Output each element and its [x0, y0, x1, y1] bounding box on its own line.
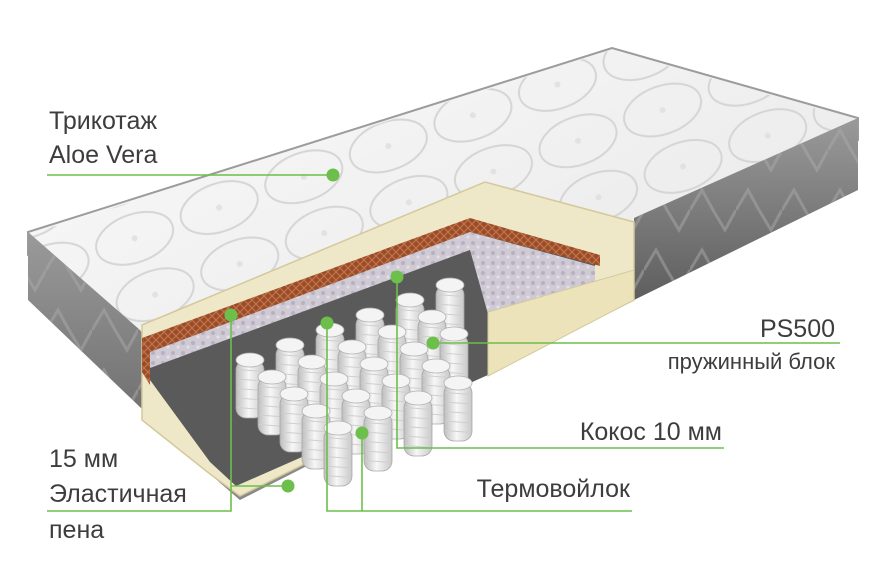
- label-foam-line2: Эластичная: [49, 480, 187, 508]
- pocket-spring: [403, 390, 433, 457]
- foam-step: [487, 269, 635, 377]
- pocket-spring: [257, 369, 287, 436]
- callout-dot-foam-2: [281, 479, 295, 493]
- label-coir: Кокос 10 мм: [579, 418, 722, 446]
- pocket-spring: [301, 403, 331, 470]
- leader-line-foam: [47, 315, 232, 512]
- pocket-spring: [235, 352, 265, 419]
- spring-block: [235, 277, 473, 487]
- callout-dot-springs: [426, 336, 440, 350]
- leader-line-felt: [326, 323, 632, 512]
- label-foam-line1: 15 мм: [49, 445, 119, 473]
- pocket-spring: [443, 375, 473, 442]
- leader-line-coir: [396, 277, 724, 449]
- callout-dot-coir: [390, 270, 404, 284]
- label-springs-line2: пружинный блок: [667, 349, 835, 374]
- coir-layer-front: [142, 338, 150, 385]
- label-foam-line3: пена: [49, 516, 105, 544]
- pocket-spring: [323, 420, 353, 487]
- felt-layer: [150, 232, 595, 368]
- label-cover-line1: Трикотаж: [49, 107, 158, 135]
- callout-dot-felt-2: [355, 426, 369, 440]
- callouts: [47, 168, 840, 512]
- label-cover-line2: Aloe Vera: [49, 141, 158, 169]
- label-felt: Термовойлок: [476, 475, 630, 503]
- callout-dot-foam: [224, 308, 238, 322]
- right-side-pattern: [634, 118, 858, 300]
- callout-dot-cover: [326, 168, 340, 182]
- pocket-spring: [363, 405, 393, 472]
- callout-dot-felt: [320, 316, 334, 330]
- label-springs-line1: PS500: [759, 315, 835, 343]
